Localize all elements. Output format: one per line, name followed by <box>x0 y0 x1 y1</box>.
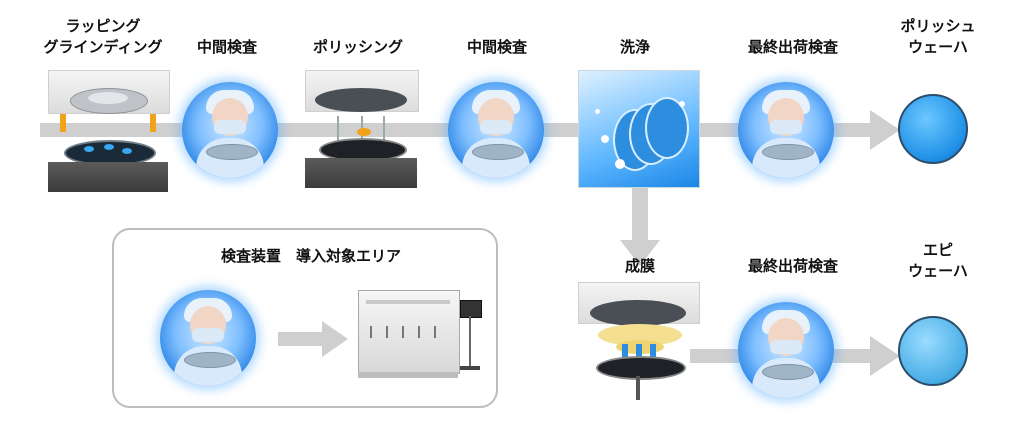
down-flow-line <box>632 186 648 242</box>
label-wafer-2: ウェーハ <box>908 262 968 280</box>
label-lapping: ラッピング <box>65 17 141 35</box>
epi-flow-arrowhead <box>870 336 900 376</box>
legend-arrow-head <box>322 321 348 357</box>
label-epi: エピ <box>922 241 953 259</box>
label-intermediate-inspection-1: 中間検査 <box>196 38 257 56</box>
inspection-photo-3 <box>738 82 834 178</box>
inspection-photo-2 <box>448 82 544 178</box>
label-polishing: ポリッシング <box>312 38 403 56</box>
epi-wafer-disc <box>898 316 968 386</box>
legend-arrow-line <box>278 332 326 346</box>
label-final-inspection-2: 最終出荷検査 <box>747 257 838 275</box>
film-deposition-chamber <box>578 282 700 400</box>
label-cleaning: 洗浄 <box>619 38 650 56</box>
inspection-equipment-area-box <box>112 228 498 408</box>
inspection-equipment-machine <box>356 286 490 382</box>
legend-inspection-photo <box>160 290 256 386</box>
legend-title: 検査装置 導入対象エリア <box>220 247 401 265</box>
label-lapping-grinding: ラッピング グラインディング <box>38 16 168 58</box>
main-flow-arrowhead <box>870 110 900 150</box>
label-polished-wafer: ポリッシュ ウェーハ <box>878 16 998 58</box>
label-grinding: グラインディング <box>43 38 163 56</box>
down-flow-arrowhead <box>620 240 660 266</box>
label-polished: ポリッシュ <box>900 17 976 35</box>
lapping-machine <box>48 70 170 192</box>
label-film-deposition: 成膜 <box>624 257 655 275</box>
label-intermediate-inspection-2: 中間検査 <box>466 38 527 56</box>
cleaning-tank <box>578 70 700 188</box>
inspection-photo-1 <box>182 82 278 178</box>
polishing-machine <box>305 70 419 188</box>
label-final-inspection-1: 最終出荷検査 <box>747 38 838 56</box>
inspection-photo-4 <box>738 302 834 398</box>
polished-wafer-disc <box>898 94 968 164</box>
label-wafer-1: ウェーハ <box>908 38 968 56</box>
label-epi-wafer: エピ ウェーハ <box>888 240 988 282</box>
